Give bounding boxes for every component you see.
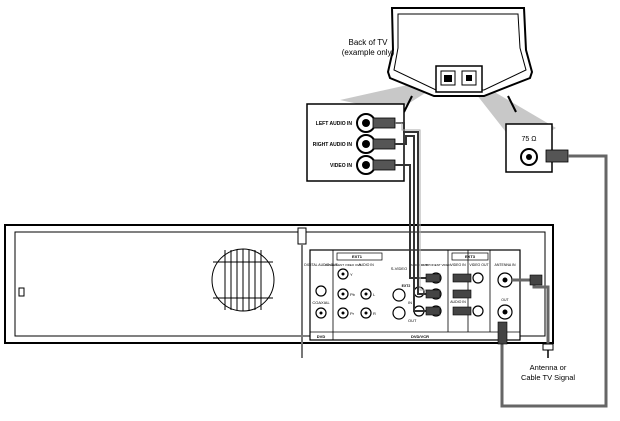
audio-r-label: R — [373, 311, 376, 316]
video-in-label: VIDEO IN — [330, 163, 352, 169]
antenna-ohm-label: 75 Ω — [522, 136, 537, 143]
component-video-out-label: COMPONENT VIDEO OUT — [325, 263, 362, 267]
dvd-vcr-section-label: DVD/VCR — [411, 334, 429, 339]
tv-back — [386, 7, 534, 113]
right-audio-in-label: RIGHT AUDIO IN — [313, 142, 353, 148]
recorder-plugs — [425, 273, 543, 345]
ext1-label: EXT1 — [352, 254, 363, 259]
left-audio-jack[interactable] — [356, 113, 376, 133]
video-jack[interactable] — [356, 155, 376, 175]
tv-caption-line1: Back of TV — [349, 38, 389, 47]
dvd-section-label: DVD — [317, 334, 326, 339]
av-cables — [395, 122, 430, 312]
tv-antenna-panel — [505, 123, 569, 173]
rf-out-label: OUT — [501, 298, 509, 302]
right-audio-jack[interactable] — [356, 134, 376, 154]
pr-label: Pr — [350, 311, 355, 316]
tv-rca-plugs — [372, 117, 396, 171]
y-label: Y — [350, 272, 353, 277]
coaxial-label: COAXIAL — [312, 300, 330, 305]
ext2-out-label: OUT — [408, 318, 417, 323]
digital-audio-out-label: DIGITAL AUDIO OUT — [304, 263, 338, 267]
ext2-in-label: IN — [408, 300, 412, 305]
ext2-label: EXT2 — [402, 284, 411, 288]
antenna-source-line2: Cable TV Signal — [521, 373, 575, 382]
tv-caption-line2: (example only) — [342, 48, 395, 57]
ext1-audio-in-label: AUDIO IN — [358, 263, 374, 267]
audio-l-label: L — [373, 292, 376, 297]
antenna-in-label: ANTENNA IN — [494, 263, 515, 267]
s-video-label: S-VIDEO — [391, 266, 407, 271]
antenna-cable-end — [542, 343, 554, 358]
component-video-label: COMPONENT VIDEO — [421, 263, 451, 267]
antenna-source-line1: Antenna or — [530, 363, 567, 372]
rf-cables — [500, 154, 608, 408]
ext3-label: EXT3 — [465, 254, 476, 259]
ext3-video-in-label: VIDEO IN — [450, 263, 466, 267]
ext3-audio-in-label: AUDIO IN — [450, 300, 466, 304]
left-audio-in-label: LEFT AUDIO IN — [316, 121, 353, 127]
video-out-label: VIDEO OUT — [469, 263, 489, 267]
pb-label: Pb — [350, 292, 356, 297]
cooling-fan-vent — [211, 248, 275, 312]
audio-out-label: AUDIO OUT — [411, 263, 428, 267]
